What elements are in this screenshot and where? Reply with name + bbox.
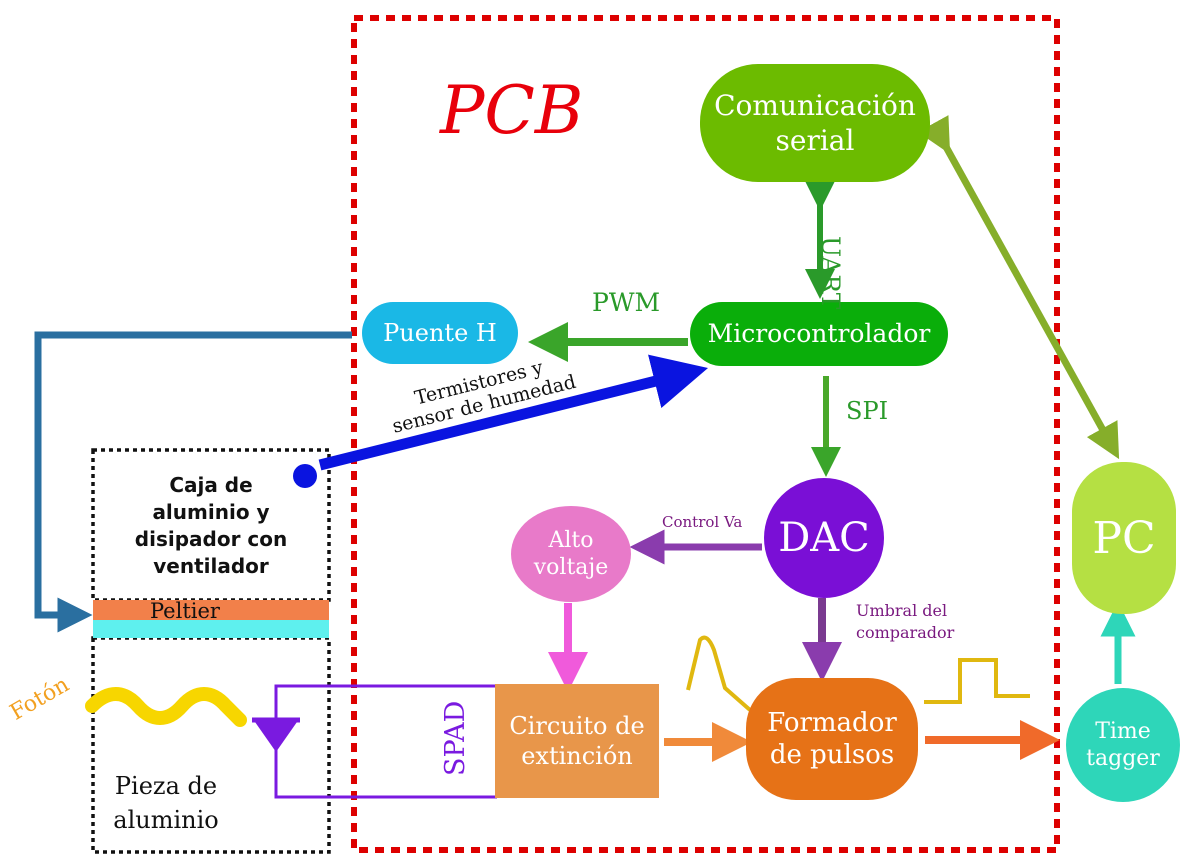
- spad-label: SPAD: [440, 700, 471, 776]
- umbral-label: Umbral del comparador: [856, 601, 955, 642]
- sensor-arrow: [318, 354, 709, 471]
- pcb-label: PCB: [440, 72, 584, 149]
- caja-aluminio-label: Caja de aluminio y disipador con ventila…: [134, 473, 288, 578]
- spi-label: SPI: [846, 397, 889, 425]
- formador-pulsos-block: Formador de pulsos: [746, 678, 918, 800]
- time-tagger-block: Time tagger: [1066, 688, 1180, 802]
- uart-label: UART: [816, 236, 845, 310]
- microcontrolador-block: Microcontrolador: [690, 302, 948, 366]
- digital-pulse-icon: [924, 658, 1030, 704]
- puente-peltier-arrow: [34, 331, 352, 633]
- pc-block: PC: [1072, 462, 1176, 614]
- alto-voltaje-block: Alto voltaje: [511, 506, 631, 602]
- pieza-border: [91, 636, 331, 854]
- circuito-extincion-block: Circuito de extinción: [495, 684, 659, 798]
- peltier-label: Peltier: [150, 599, 220, 623]
- pieza-aluminio-label: Pieza de aluminio: [113, 772, 219, 834]
- sensor-dot: [293, 464, 317, 488]
- control-va-label: Control Va: [662, 513, 743, 531]
- pwm-label: PWM: [592, 288, 661, 317]
- puente-h-block: Puente H: [362, 302, 518, 364]
- peltier-band-top: [93, 600, 329, 620]
- serial-pc-arrow: [917, 115, 1120, 460]
- diode-icon: [255, 722, 297, 752]
- analog-pulse-icon: [686, 635, 752, 712]
- dac-block: DAC: [764, 478, 884, 598]
- photon-wave-icon: [85, 687, 247, 727]
- peltier-band-bottom: [93, 620, 329, 638]
- comunicacion-serial-block: Comunicación serial: [700, 64, 930, 182]
